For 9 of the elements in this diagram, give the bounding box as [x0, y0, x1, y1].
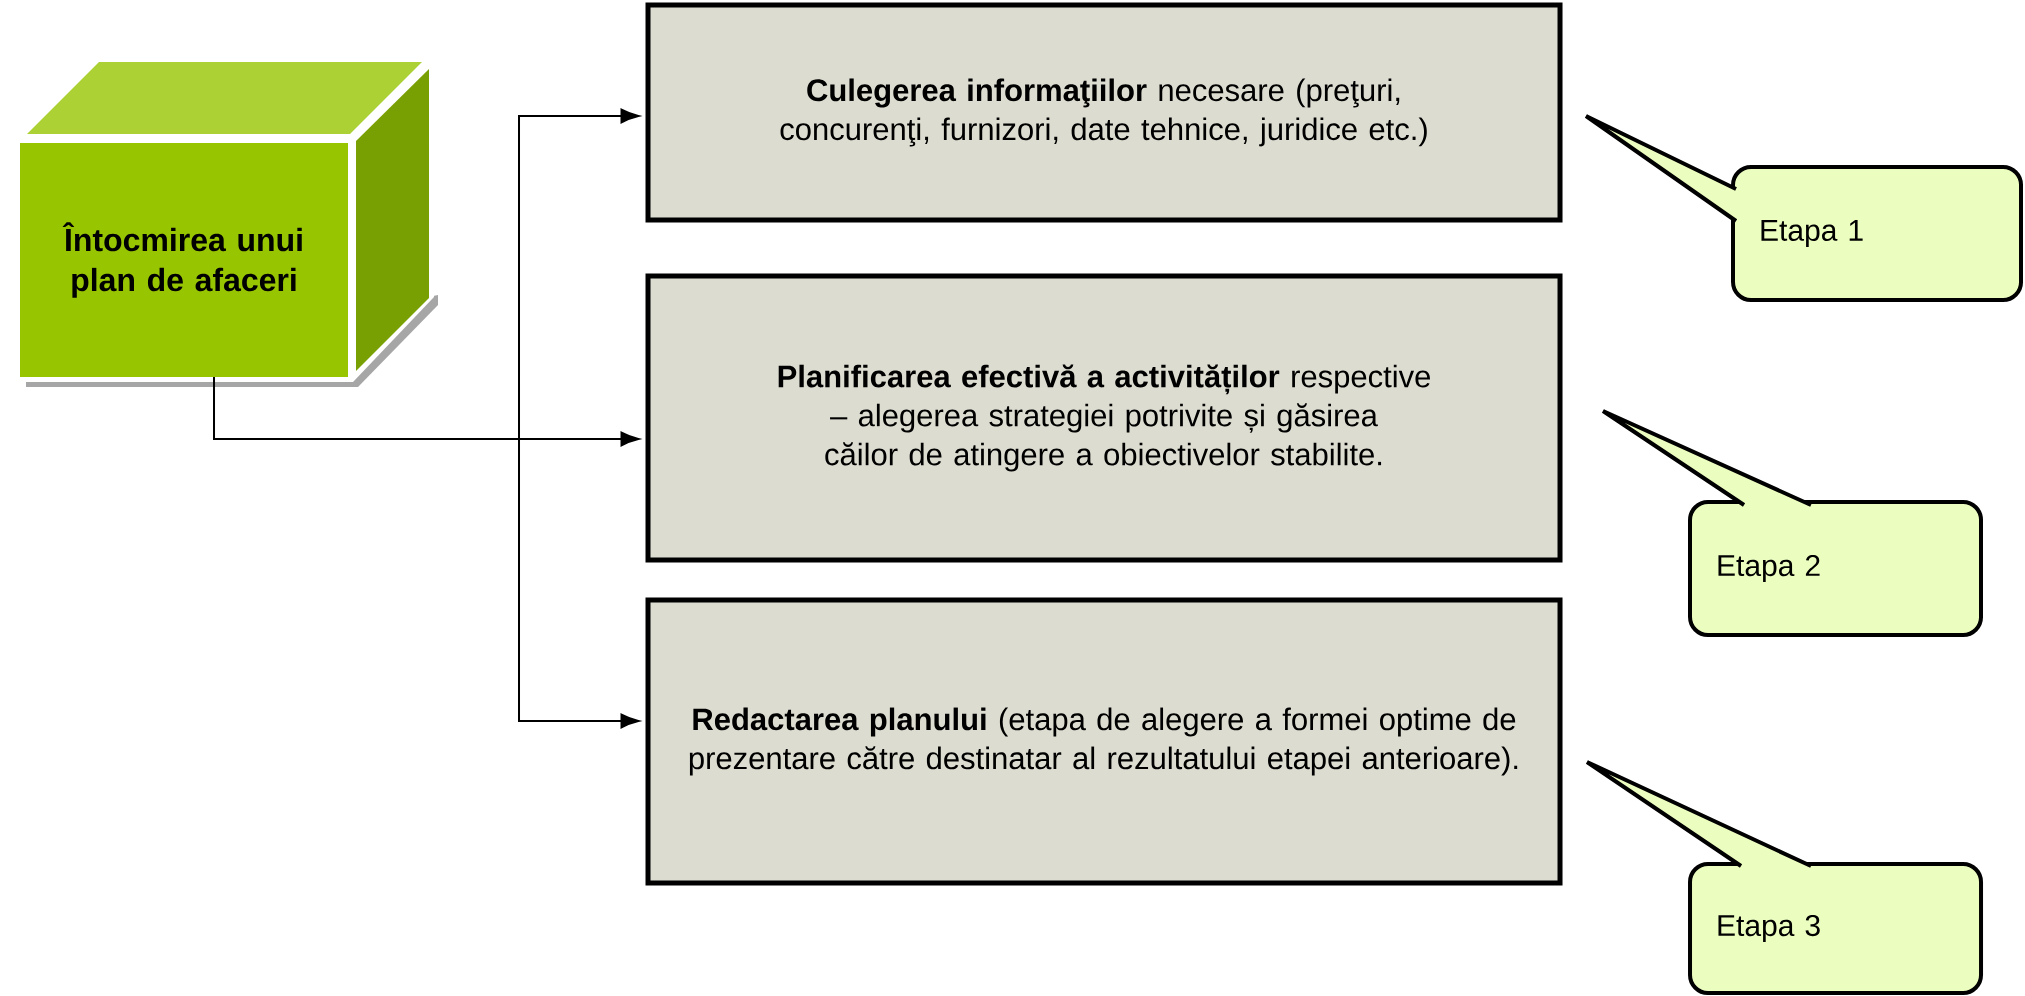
callout-box: Etapa 3: [1585, 760, 1984, 995]
process-box: Culegerea informaţiilor necesare (preţuri, concurenţi, furnizori, date tehnice, juridice etc.): [645, 2, 1563, 223]
cube-box: Întocmirea unui plan de afaceri: [17, 58, 438, 387]
node-label: Întocmirea unui plan de afaceri: [62, 222, 302, 298]
callout-box: Etapa 1: [1584, 114, 2024, 302]
arrow: [213, 376, 640, 729]
process-box: Planificarea efectivă a activităților respective – alegerea strategiei potrivite și găsirea căilor de atingere a obiectivelor stabilite.: [645, 273, 1563, 563]
callout-box: Etapa 2: [1601, 409, 1984, 637]
process-box: Redactarea planului (etapa de alegere a formei optime de prezentare către destinatar al rezultatului etapei anterioare).: [645, 597, 1563, 886]
